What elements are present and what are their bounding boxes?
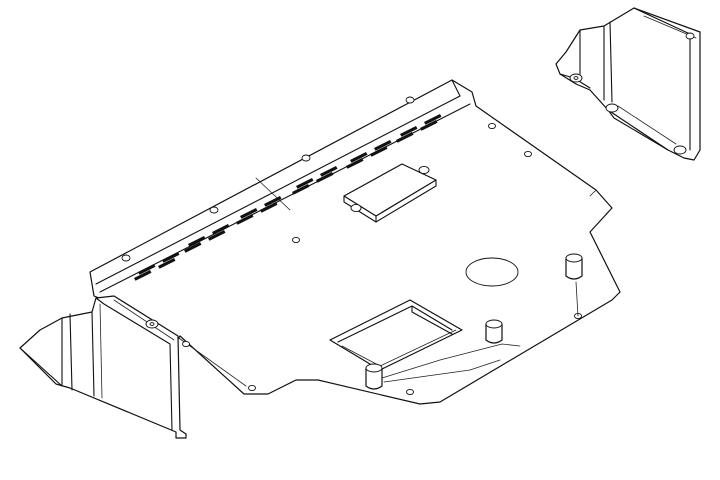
mount-hole <box>121 254 131 262</box>
right-side-guard <box>555 7 701 161</box>
vent-slot <box>424 114 442 125</box>
standoff-bushing <box>565 253 583 317</box>
mount-hole <box>573 76 579 80</box>
vent-slot <box>158 258 176 269</box>
bolt-nut <box>350 203 362 213</box>
mount-hole <box>292 236 300 244</box>
vent-slot <box>296 178 314 189</box>
mount-hole <box>301 154 311 162</box>
vent-slot <box>134 270 152 281</box>
vent-slot <box>374 140 392 151</box>
vent-slot <box>264 196 282 207</box>
mount-hole <box>685 32 695 40</box>
drain-hole <box>465 257 519 287</box>
bolt-nut <box>418 165 430 175</box>
vent-slot <box>420 120 438 131</box>
mount-hole <box>524 150 532 158</box>
service-hatch <box>343 163 437 223</box>
mount-hole <box>182 340 190 348</box>
vent-slot <box>188 236 206 247</box>
vent-slot <box>320 166 338 177</box>
vent-slot <box>208 230 226 241</box>
vent-slot <box>184 242 202 253</box>
bolt-nut <box>673 145 687 155</box>
standoff-bushing <box>365 363 383 390</box>
vent-slot <box>346 158 364 169</box>
vent-slot <box>162 252 180 263</box>
mount-hole <box>488 122 496 130</box>
vent-slot <box>350 152 368 163</box>
standoff-bushing <box>485 319 503 344</box>
access-panel-recess <box>329 299 463 371</box>
vent-slot <box>240 208 258 219</box>
vent-slot <box>316 172 334 183</box>
vent-slot <box>260 202 278 213</box>
vent-slot <box>138 264 156 275</box>
mount-hole <box>209 206 219 214</box>
mount-hole <box>248 384 256 392</box>
vent-slot <box>396 132 414 143</box>
vent-slot <box>400 126 418 137</box>
mount-hole <box>149 322 155 326</box>
vent-slot <box>370 146 388 157</box>
vent-slot <box>236 214 254 225</box>
vent-slot <box>212 224 230 235</box>
left-side-guard <box>19 295 187 439</box>
ventilation-slots <box>134 114 442 281</box>
vent-slot <box>292 184 310 195</box>
mount-hole <box>405 96 415 104</box>
bolt-nut <box>605 103 619 113</box>
mount-hole <box>406 388 414 396</box>
